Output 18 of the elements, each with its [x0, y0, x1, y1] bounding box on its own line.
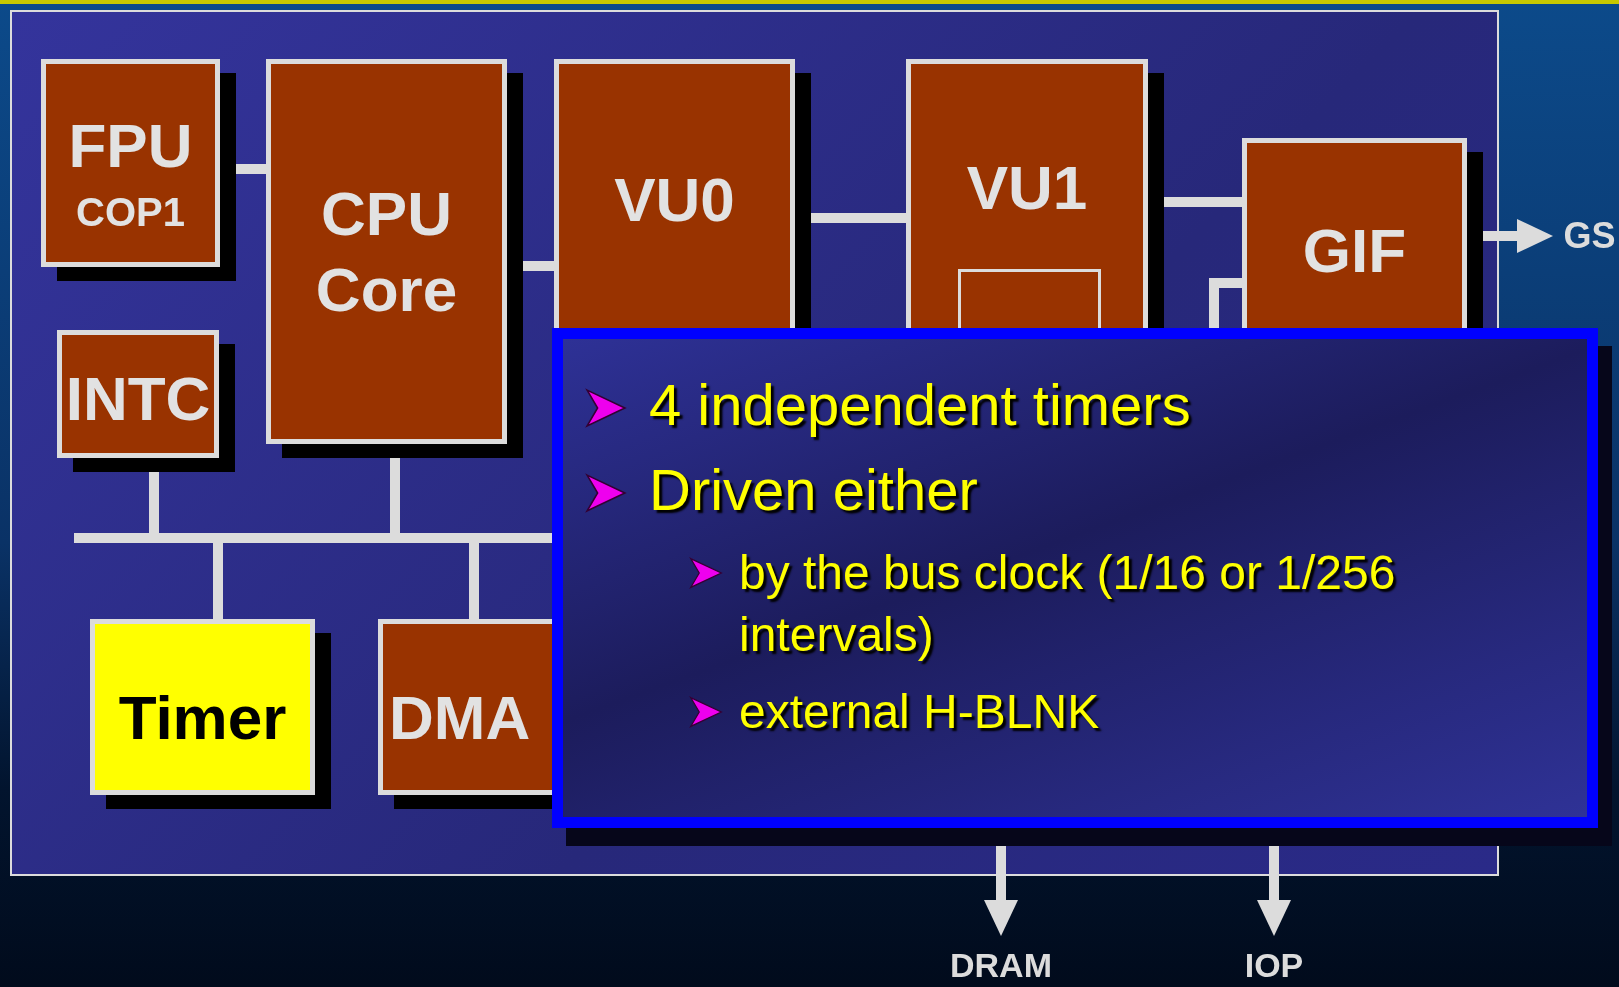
bullet-text: by the bus clock (1/16 or 1/256 intervals) — [739, 544, 1397, 664]
unit-label: GIF — [1302, 215, 1407, 287]
unit-label: VU1 — [966, 152, 1088, 224]
bullet-text: 4 independent timers — [649, 371, 1191, 439]
unit-label: CPU Core — [314, 178, 459, 326]
unit-label: Timer — [118, 682, 287, 754]
unit-label: DMA — [389, 682, 531, 754]
port-label: GS — [1560, 214, 1619, 258]
port-label: DRAM — [940, 945, 1062, 985]
unit-label: FPU — [68, 110, 193, 182]
connector-line — [213, 543, 223, 619]
unit-label: VU0 — [614, 164, 735, 236]
bullet-text: external H-BLNK — [739, 683, 1100, 740]
unit-label: COP1 — [76, 188, 185, 236]
unit-label: INTC — [65, 363, 211, 435]
connector-line — [469, 543, 479, 619]
bullet-text: Driven either — [649, 456, 978, 525]
port-label: IOP — [1232, 945, 1316, 985]
